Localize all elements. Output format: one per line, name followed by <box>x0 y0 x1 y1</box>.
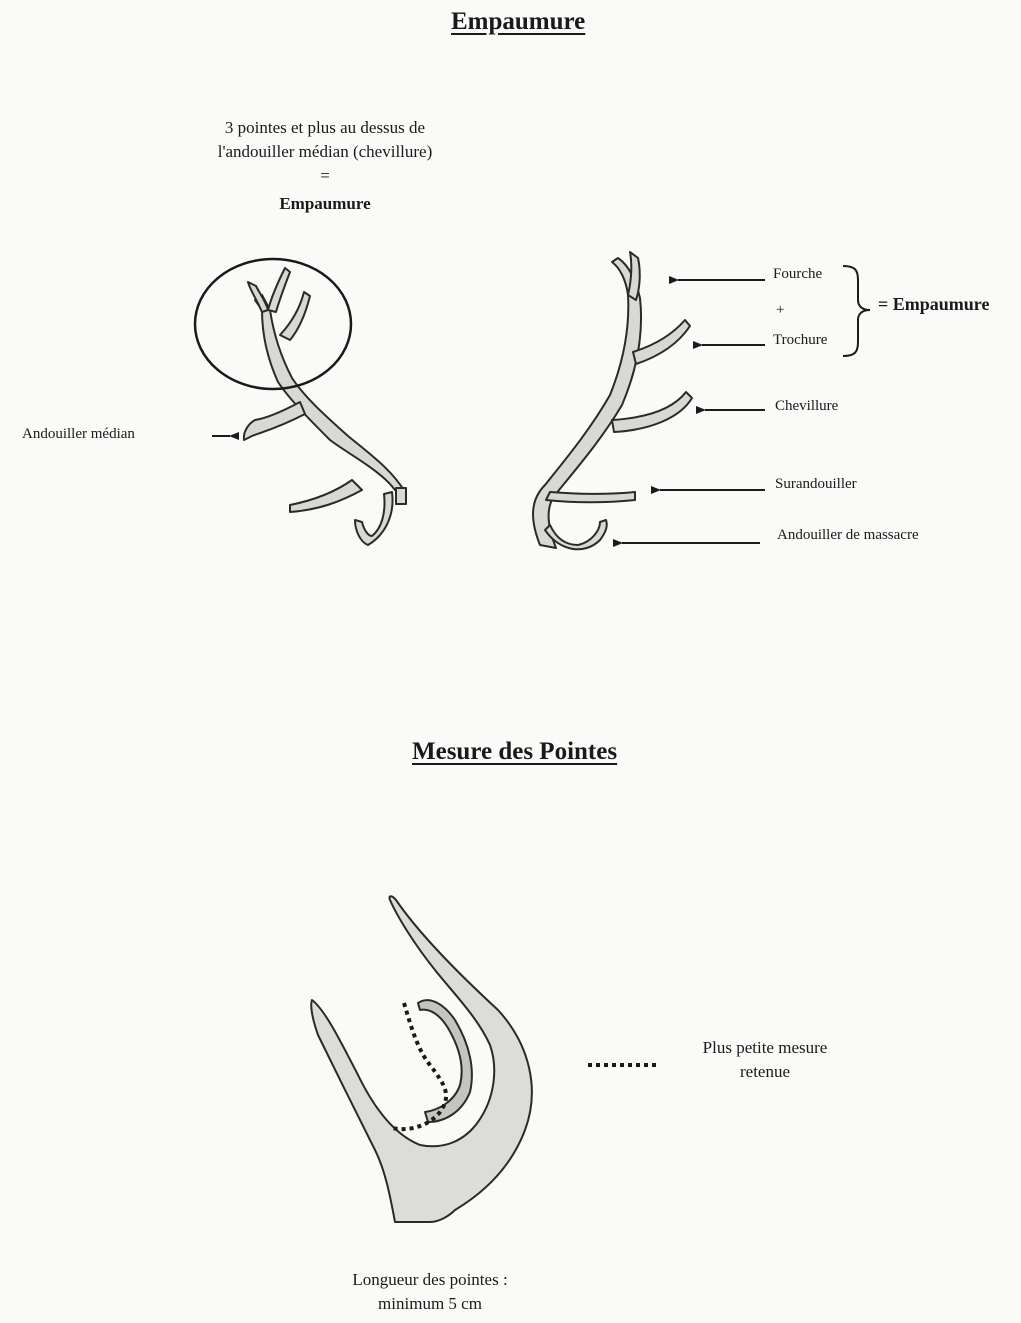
legend-text-line2: retenue <box>670 1062 860 1082</box>
caption-line2: minimum 5 cm <box>300 1294 560 1314</box>
legend-text-line1: Plus petite mesure <box>670 1038 860 1058</box>
definition-equals: = <box>150 166 500 186</box>
label-surandouiller: Surandouiller <box>775 476 857 493</box>
label-plus: + <box>776 302 784 319</box>
label-fourche: Fourche <box>773 266 822 283</box>
right-antler-drawing <box>533 252 692 549</box>
right-label-arrows <box>622 280 765 543</box>
brace-icon <box>843 266 870 356</box>
page-title: Empaumure <box>451 8 585 36</box>
definition-line1: 3 pointes et plus au dessus de <box>150 118 500 138</box>
definition-term: Empaumure <box>150 194 500 214</box>
section-title-measure: Mesure des Pointes <box>412 738 617 766</box>
definition-line2: l'andouiller médian (chevillure) <box>150 142 500 162</box>
label-chevillure: Chevillure <box>775 398 838 415</box>
left-antler-drawing <box>244 268 406 545</box>
label-andouiller-median: Andouiller médian <box>22 426 135 443</box>
tine-measure-drawing <box>311 896 532 1222</box>
label-massacre: Andouiller de massacre <box>777 527 919 544</box>
label-empaumure-group: = Empaumure <box>878 294 989 315</box>
caption-line1: Longueur des pointes : <box>300 1270 560 1290</box>
label-trochure: Trochure <box>773 332 827 349</box>
